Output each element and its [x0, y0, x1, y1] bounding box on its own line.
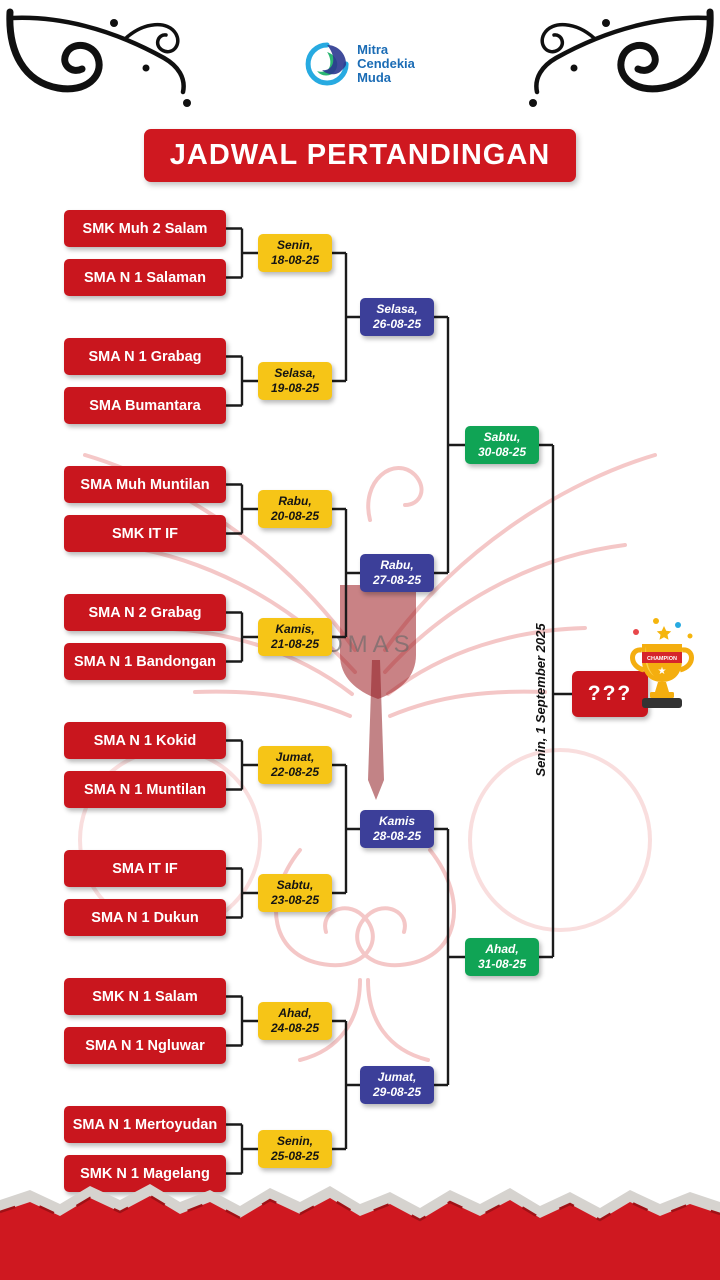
semifinal-date: Sabtu, 30-08-25 — [465, 426, 539, 464]
match-date: Senin, 25-08-25 — [258, 1130, 332, 1168]
team-box: SMK N 1 Salam — [64, 978, 226, 1015]
match-date-value: 24-08-25 — [270, 1021, 320, 1035]
logo: Mitra Cendekia Muda — [305, 42, 415, 86]
match-day: Jumat, — [275, 750, 315, 764]
team-box: SMA N 1 Grabag — [64, 338, 226, 375]
match-date-value: 23-08-25 — [270, 893, 320, 907]
match-day: Rabu, — [278, 494, 312, 508]
match-date: Senin, 18-08-25 — [258, 234, 332, 272]
match-date-value: 28-08-25 — [372, 829, 422, 843]
match-date-value: 26-08-25 — [372, 317, 422, 331]
match-date: Jumat, 22-08-25 — [258, 746, 332, 784]
match-day: Kamis, — [275, 622, 315, 636]
page-title: JADWAL PERTANDINGAN — [144, 129, 576, 182]
team-box: SMA N 1 Muntilan — [64, 771, 226, 808]
match-day: Rabu, — [380, 558, 414, 572]
trophy-band-label: CHAMPION — [647, 656, 677, 662]
quarterfinal-date: Kamis 28-08-25 — [360, 810, 434, 848]
quarterfinal-date: Rabu, 27-08-25 — [360, 554, 434, 592]
logo-line-2: Cendekia — [357, 56, 415, 71]
quarterfinal-date: Selasa, 26-08-25 — [360, 298, 434, 336]
torn-paper-edge — [0, 1184, 720, 1280]
match-date-value: 20-08-25 — [270, 509, 320, 523]
logo-mark-icon — [305, 42, 349, 86]
team-box: SMA N 1 Kokid — [64, 722, 226, 759]
match-day: Kamis — [378, 814, 416, 828]
match-date-value: 19-08-25 — [270, 381, 320, 395]
match-day: Selasa, — [376, 302, 418, 316]
team-box: SMA Muh Muntilan — [64, 466, 226, 503]
match-date-value: 27-08-25 — [372, 573, 422, 587]
final-winner-box: ??? — [572, 671, 648, 717]
corner-flourish-right — [519, 8, 714, 118]
team-box: SMK N 1 Magelang — [64, 1155, 226, 1192]
match-date-value: 22-08-25 — [270, 765, 320, 779]
match-day: Sabtu, — [483, 430, 521, 444]
team-box: SMA Bumantara — [64, 387, 226, 424]
match-day: Ahad, — [278, 1006, 312, 1020]
match-date: Sabtu, 23-08-25 — [258, 874, 332, 912]
team-box: SMA N 1 Salaman — [64, 259, 226, 296]
watermark-text: OMAS — [324, 631, 415, 658]
match-date-value: 18-08-25 — [270, 253, 320, 267]
match-day: Selasa, — [274, 366, 316, 380]
team-box: SMA N 1 Ngluwar — [64, 1027, 226, 1064]
team-box: SMK Muh 2 Salam — [64, 210, 226, 247]
final-schedule: Senin, 1 September 2025 — [533, 623, 548, 777]
match-date: Ahad, 24-08-25 — [258, 1002, 332, 1040]
logo-line-1: Mitra — [357, 42, 389, 57]
logo-text: Mitra Cendekia Muda — [357, 43, 415, 85]
team-box: SMA N 2 Grabag — [64, 594, 226, 631]
match-date-value: 29-08-25 — [372, 1085, 422, 1099]
match-date-value: 21-08-25 — [270, 637, 320, 651]
corner-flourish-left — [6, 8, 201, 118]
trophy-star: ★ — [658, 666, 667, 677]
team-box: SMK IT IF — [64, 515, 226, 552]
match-date-value: 31-08-25 — [477, 957, 527, 971]
flourish-icon — [529, 8, 714, 107]
match-day: Sabtu, — [276, 878, 314, 892]
team-box: SMA N 1 Bandongan — [64, 643, 226, 680]
trophy-icon: CHAMPION ★ — [630, 618, 694, 708]
match-date: Rabu, 20-08-25 — [258, 490, 332, 528]
match-date-value: 25-08-25 — [270, 1149, 320, 1163]
flourish-icon — [6, 8, 191, 107]
match-date: Selasa, 19-08-25 — [258, 362, 332, 400]
quarterfinal-date: Jumat, 29-08-25 — [360, 1066, 434, 1104]
match-date-value: 30-08-25 — [477, 445, 527, 459]
match-day: Ahad, — [485, 942, 519, 956]
team-box: SMA N 1 Mertoyudan — [64, 1106, 226, 1143]
logo-line-3: Muda — [357, 70, 392, 85]
team-box: SMA IT IF — [64, 850, 226, 887]
match-day: Senin, — [276, 1134, 313, 1148]
team-box: SMA N 1 Dukun — [64, 899, 226, 936]
match-day: Senin, — [276, 238, 313, 252]
semifinal-date: Ahad, 31-08-25 — [465, 938, 539, 976]
match-day: Jumat, — [377, 1070, 417, 1084]
match-date: Kamis, 21-08-25 — [258, 618, 332, 656]
